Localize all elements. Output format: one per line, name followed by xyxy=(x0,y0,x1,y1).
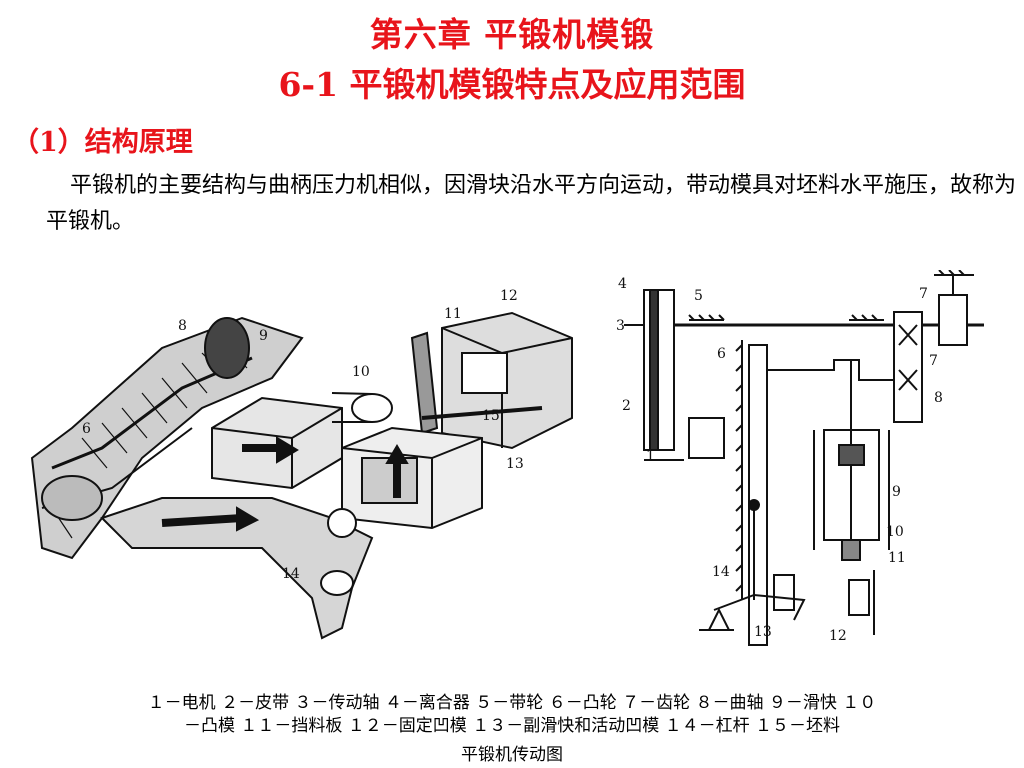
transmission-schematic-figure: 1 2 3 4 5 6 7 7 8 9 10 11 12 13 14 xyxy=(616,270,984,646)
svg-text:9: 9 xyxy=(259,328,268,344)
svg-text:12: 12 xyxy=(500,288,518,304)
svg-text:3: 3 xyxy=(616,318,625,334)
chapter-title: 第六章 平锻机模锻 xyxy=(369,15,655,54)
forging-machine-isometric-figure: 6 8 9 10 11 12 13 14 15 xyxy=(30,288,573,640)
svg-text:8: 8 xyxy=(178,318,187,334)
svg-text:6: 6 xyxy=(82,421,91,437)
svg-text:9: 9 xyxy=(892,484,901,500)
svg-text:7: 7 xyxy=(919,286,928,302)
svg-text:10: 10 xyxy=(886,524,904,540)
svg-text:15: 15 xyxy=(482,408,500,424)
subsection-heading: （1）结构原理 xyxy=(12,127,193,158)
svg-text:5: 5 xyxy=(694,288,703,304)
svg-text:11: 11 xyxy=(444,306,462,322)
svg-text:6: 6 xyxy=(717,346,726,362)
section-title: 6-1 平锻机模锻特点及应用范围 xyxy=(278,65,746,104)
svg-text:14: 14 xyxy=(712,564,730,580)
body-paragraph: 平锻机的主要结构与曲柄压力机相似，因滑块沿水平方向运动，带动模具对坯料水平施压，… xyxy=(46,173,1017,234)
figure-caption: 平锻机传动图 xyxy=(461,745,563,765)
svg-text:1: 1 xyxy=(646,448,655,464)
svg-text:13: 13 xyxy=(506,456,524,472)
svg-text:13: 13 xyxy=(754,624,772,640)
legend-line-1: １－电机 ２－皮带 ３－传动轴 ４－离合器 ５－带轮 ６－凸轮 ７－齿轮 ８－曲… xyxy=(147,693,877,713)
svg-text:4: 4 xyxy=(618,276,627,292)
svg-text:14: 14 xyxy=(282,566,300,582)
svg-text:10: 10 xyxy=(352,364,370,380)
svg-text:11: 11 xyxy=(888,550,906,566)
svg-text:12: 12 xyxy=(829,628,847,644)
legend-line-2: －凸模 １１－挡料板 １２－固定凹模 １３－副滑快和活动凹模 １４－杠杆 １５－… xyxy=(183,716,841,736)
figure-legend: １－电机 ２－皮带 ３－传动轴 ４－离合器 ５－带轮 ６－凸轮 ７－齿轮 ８－曲… xyxy=(0,692,1024,738)
svg-text:8: 8 xyxy=(934,390,943,406)
svg-text:7: 7 xyxy=(929,353,938,369)
svg-text:2: 2 xyxy=(622,398,631,414)
